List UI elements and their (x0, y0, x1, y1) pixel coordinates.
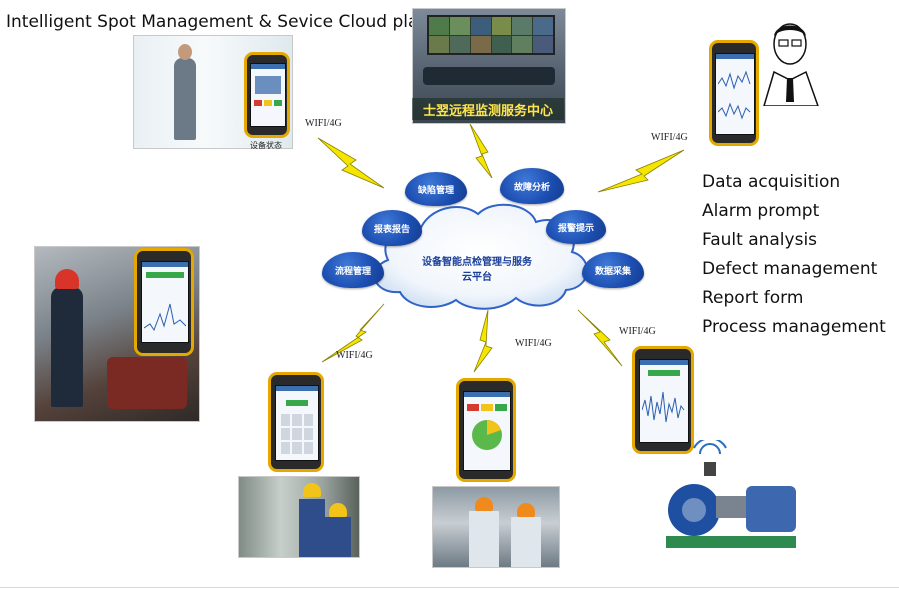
wifi-label: WIFI/4G (515, 338, 552, 349)
divider (0, 587, 899, 588)
phone-screen (463, 391, 511, 471)
electrical-cabinet-photo (238, 476, 360, 558)
pump-machine (666, 440, 796, 548)
phone-screen (250, 63, 286, 127)
phone-screen (275, 385, 319, 461)
badge-report: 报表报告 (362, 210, 422, 246)
lightning-icon (597, 149, 685, 193)
phone-device (244, 52, 290, 138)
waveform-chart (642, 391, 685, 423)
safety-helmet-icon (517, 503, 535, 517)
pie-chart-icon (472, 420, 502, 450)
video-wall (427, 15, 555, 55)
lightning-icon (577, 309, 623, 367)
wifi-label: WIFI/4G (305, 118, 342, 129)
lightning-icon (317, 137, 385, 189)
phone-device (632, 346, 694, 454)
control-desk (423, 67, 555, 85)
badge-alarm: 报警提示 (546, 210, 606, 244)
lightning-icon (321, 303, 385, 363)
control-center-banner: 士翌远程监测服务中心 (412, 98, 564, 120)
device-status-caption: 设备状态 (250, 141, 282, 150)
workers-photo (432, 486, 560, 568)
safety-helmet-icon (303, 483, 321, 497)
badge-data-collection: 数据采集 (582, 252, 644, 288)
badge-fault-analysis: 故障分析 (500, 168, 564, 204)
phone-device (709, 40, 759, 146)
worker-figure (51, 287, 83, 407)
feature-item: Defect management (702, 259, 878, 279)
phone-screen (639, 359, 689, 443)
feature-item: Fault analysis (702, 230, 818, 250)
safety-helmet-icon (475, 497, 493, 511)
wifi-label: WIFI/4G (336, 350, 373, 361)
feature-item: Alarm prompt (702, 201, 820, 221)
features-list: Data acquisition Alarm prompt Fault anal… (702, 168, 886, 342)
badge-defect-management: 缺陷管理 (405, 172, 467, 206)
cloud-label-line1: 设备智能点检管理与服务 (422, 257, 532, 268)
feature-item: Report form (702, 288, 804, 308)
lightning-icon (469, 123, 493, 179)
badge-process: 流程管理 (322, 252, 384, 288)
wireless-signal-icon (699, 443, 721, 455)
phone-device (456, 378, 516, 482)
phone-screen (141, 261, 189, 343)
engineer-figure (763, 23, 819, 106)
machine (107, 357, 187, 409)
person-head (178, 44, 192, 60)
keypad (281, 414, 313, 454)
cloud-platform-label: 设备智能点检管理与服务 云平台 (398, 255, 556, 285)
feature-item: Data acquisition (702, 172, 841, 192)
phone-device (134, 248, 194, 356)
vibration-chart (718, 70, 751, 120)
phone-screen (715, 53, 755, 135)
wifi-label: WIFI/4G (619, 326, 656, 337)
safety-helmet-icon (55, 269, 79, 289)
wifi-label: WIFI/4G (651, 132, 688, 143)
page-title: Intelligent Spot Management & Sevice Clo… (6, 12, 465, 32)
phone-device (268, 372, 324, 472)
feature-item: Process management (702, 317, 886, 337)
safety-helmet-icon (329, 503, 347, 517)
cloud-label-line2: 云平台 (462, 272, 492, 283)
lightning-icon (473, 309, 493, 373)
person-figure (174, 58, 196, 140)
